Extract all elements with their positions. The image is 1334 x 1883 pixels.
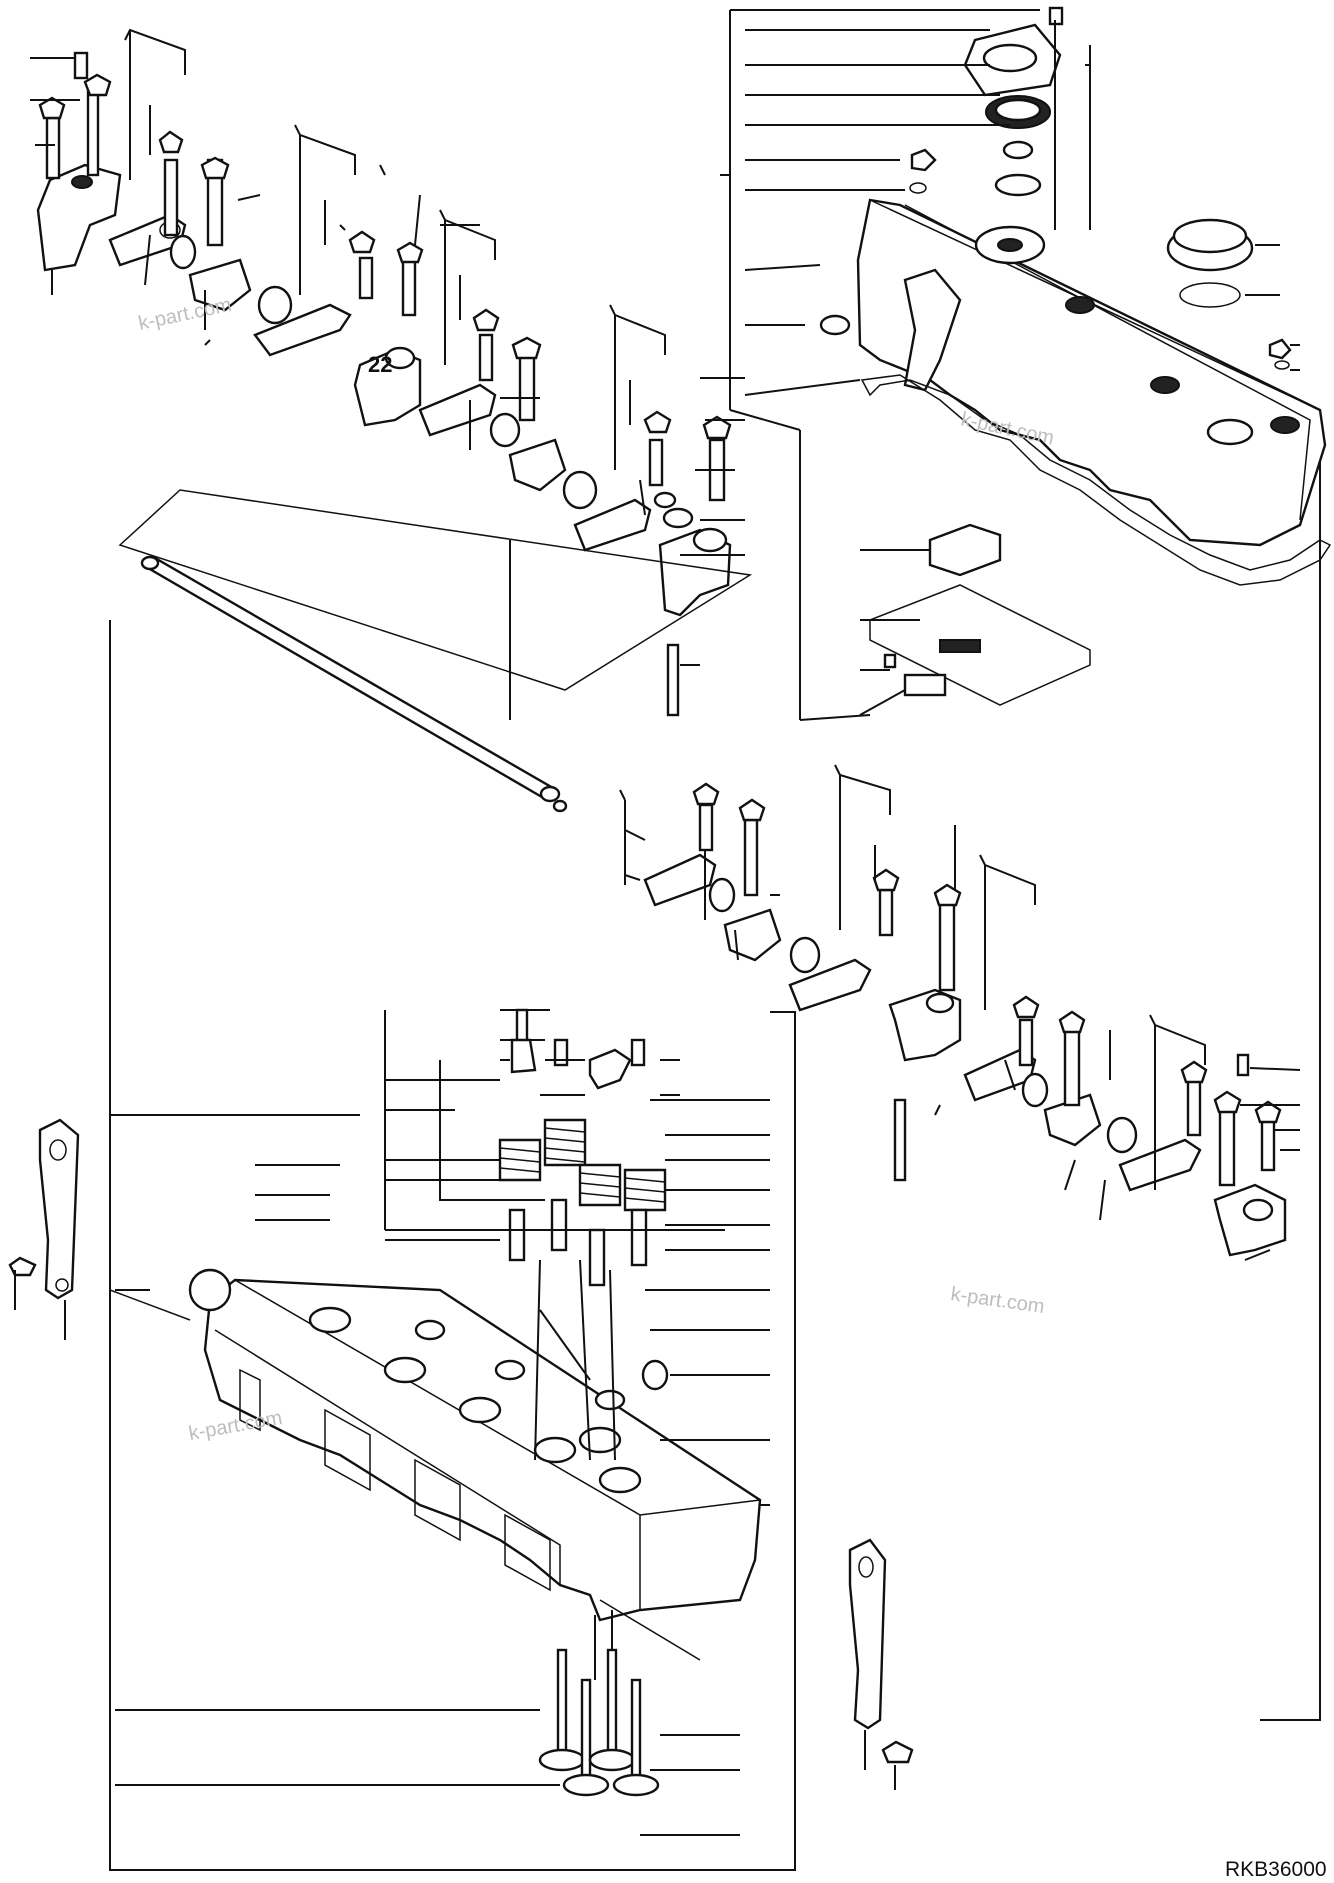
valves-and-springs[interactable] — [498, 1008, 667, 1797]
rocker-shaft[interactable] — [118, 489, 753, 813]
drawing-code: RKB36000 — [1225, 1858, 1327, 1881]
rocker-arm-assembly-rear[interactable] — [36, 51, 732, 717]
leader-lines — [14, 9, 1321, 1871]
watermark-4: k-part.com — [949, 1283, 1046, 1318]
rocker-arm-assembly-front[interactable] — [643, 782, 1287, 1257]
watermark-3: k-part.com — [187, 1407, 284, 1445]
cylinder-head[interactable] — [8, 1118, 914, 1764]
watermark-1: k-part.com — [136, 294, 233, 335]
head-cover[interactable] — [819, 6, 1332, 706]
callout-number: 22 — [368, 352, 392, 377]
